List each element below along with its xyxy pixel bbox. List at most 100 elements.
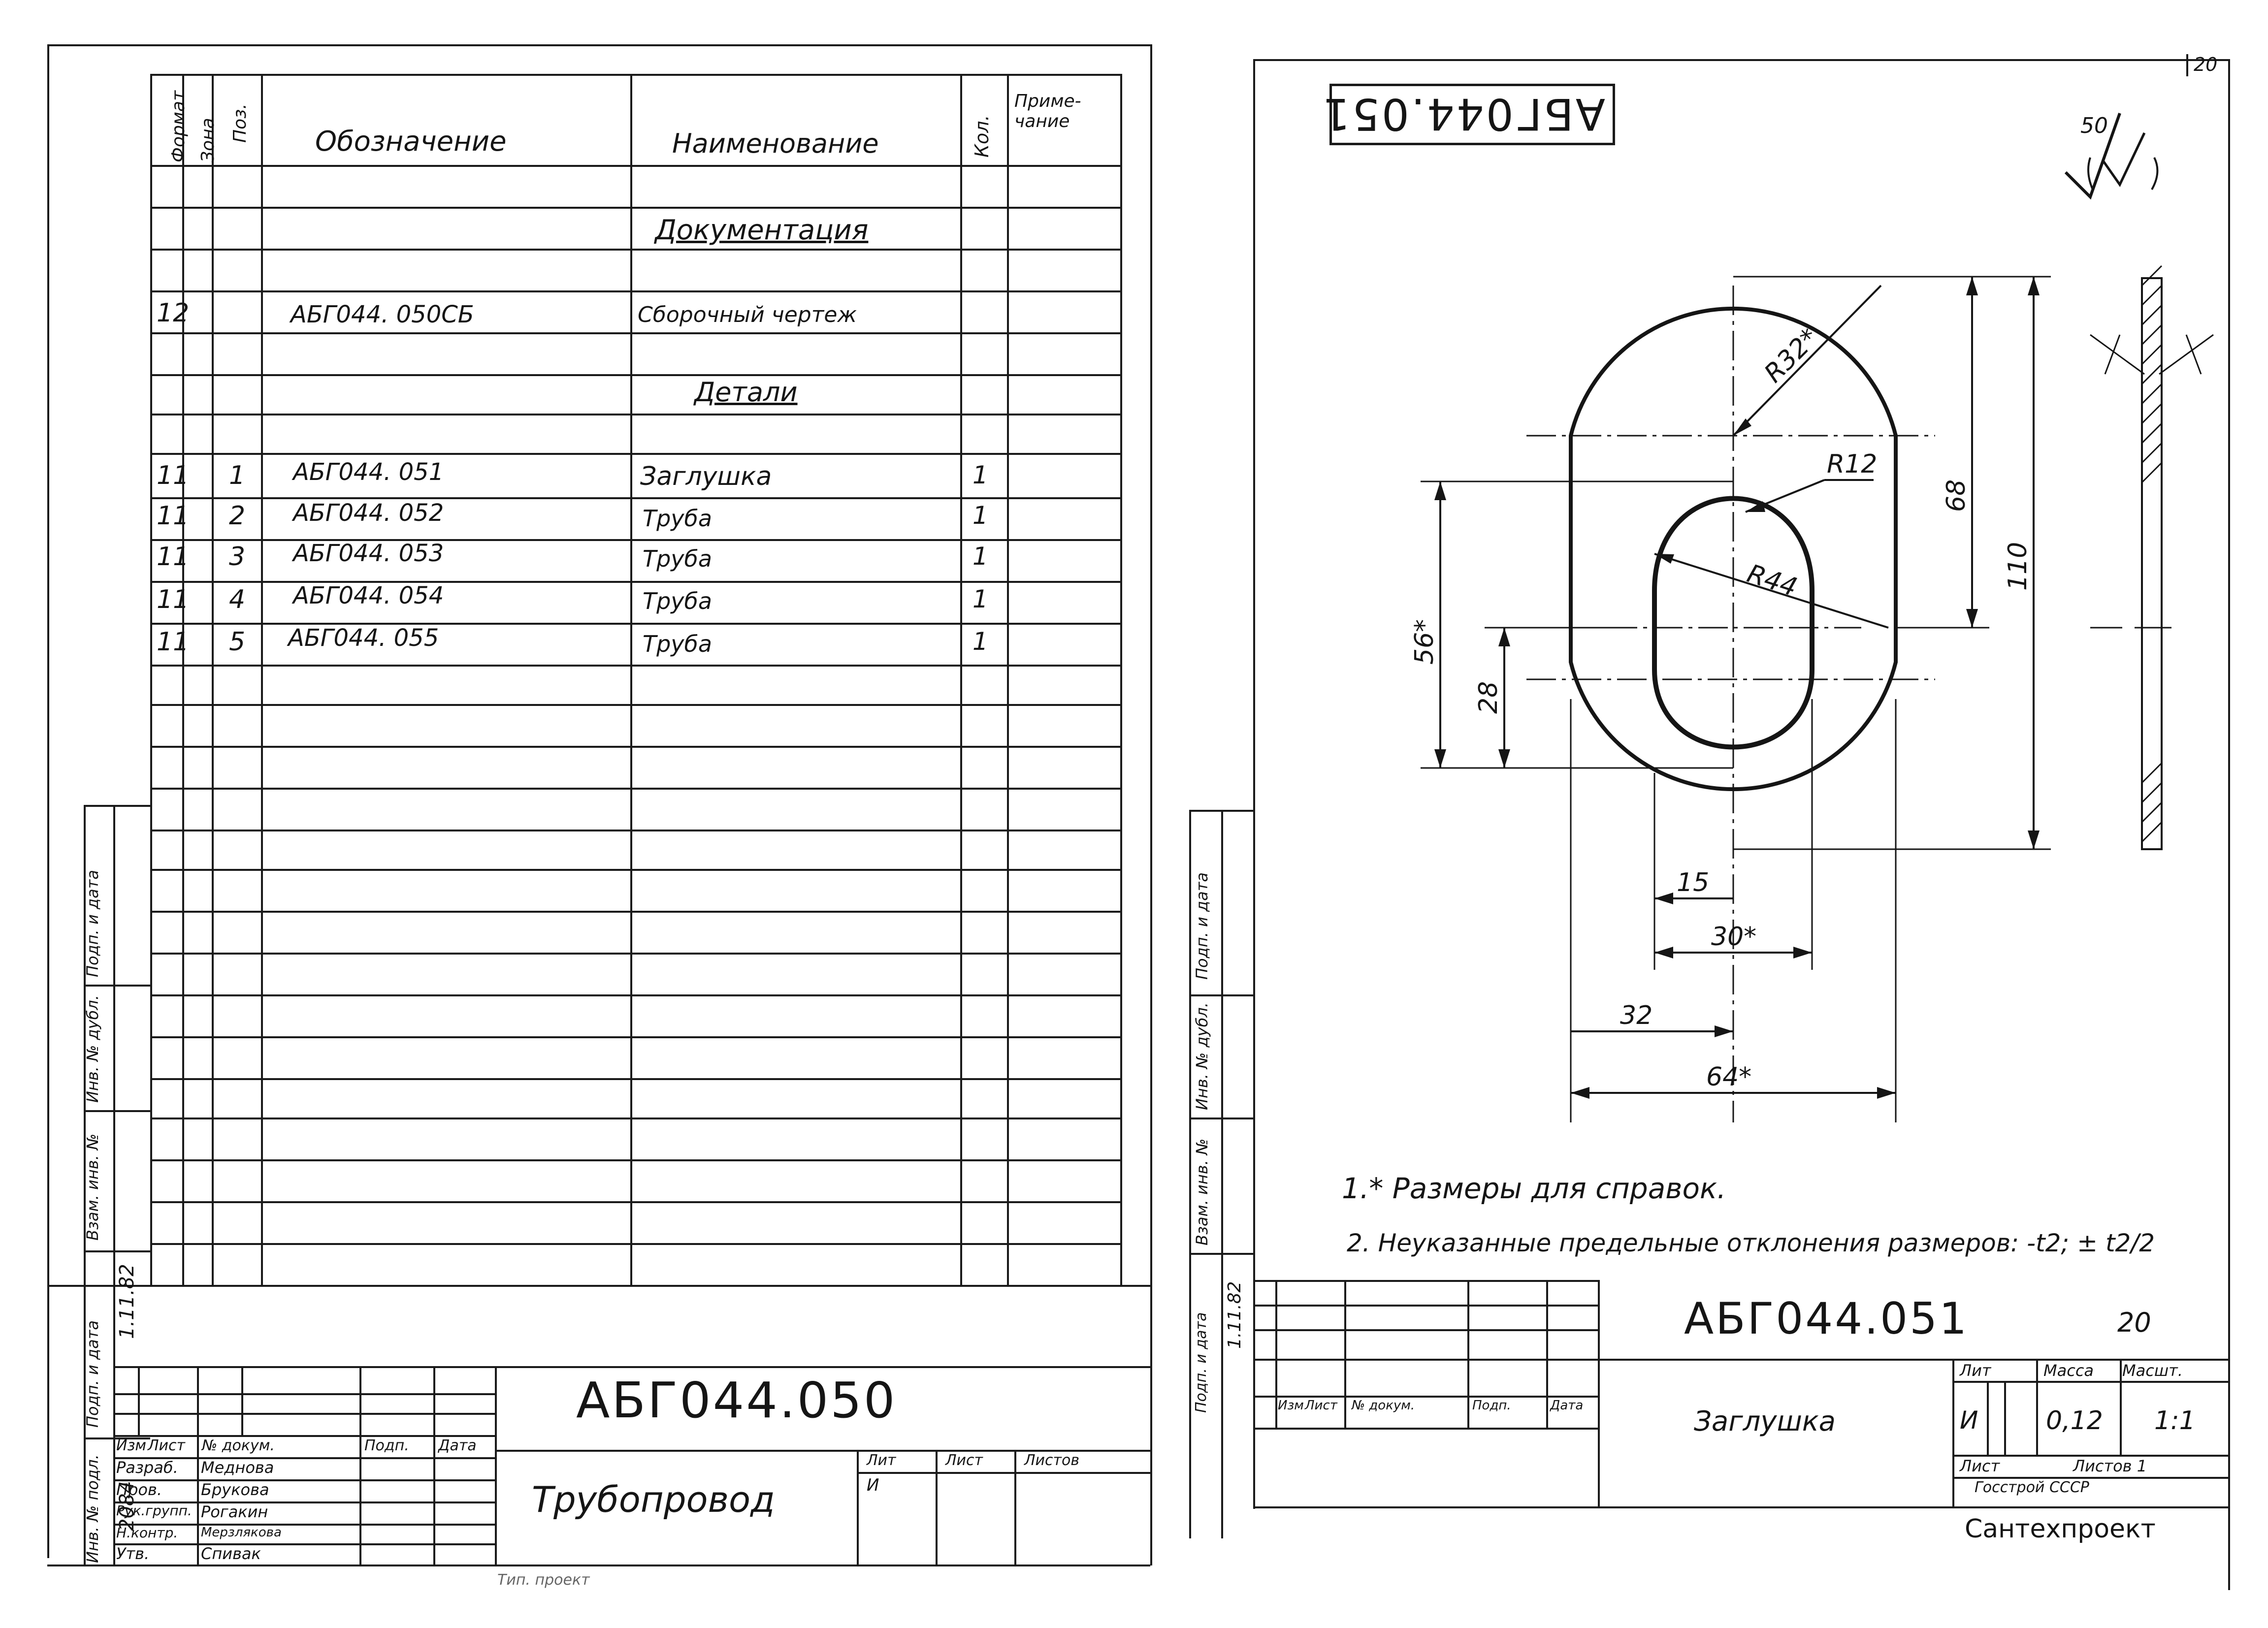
dim-30: 30* (1711, 922, 1756, 952)
note-1: 1.* Размеры для справок. (1342, 1172, 1726, 1205)
dtb-top-line (1253, 1280, 1598, 1282)
dtb-col (1275, 1280, 1277, 1428)
outer-contour (1569, 306, 1898, 792)
row-designation: АБГ044. 053 (293, 540, 444, 567)
row-line (150, 1078, 1120, 1080)
row-line (150, 249, 1120, 251)
drawing-strip-sep (1189, 994, 1253, 996)
side-date-value: 1.11.82 (116, 1264, 138, 1339)
table-bottom-line (47, 1285, 1150, 1287)
dim-64: 64* (1706, 1062, 1751, 1092)
tb-role: Н.контр. (116, 1525, 178, 1541)
drawing-strip-line (1189, 810, 1191, 1538)
dim-r32: R32* (1759, 323, 1824, 388)
row-line (150, 746, 1120, 748)
page-number-box-line (2186, 54, 2188, 76)
drawing-top-frame (1253, 59, 2228, 61)
spec-bottom-note: Тип. проект (497, 1571, 590, 1589)
dim-110: 110 (2003, 542, 2033, 591)
tb-col-date: Дата (438, 1437, 477, 1454)
side-label-orig-inv: Инв. № подл. (83, 1454, 102, 1563)
row-line (150, 830, 1120, 831)
dtb-col-izm: Изм (1278, 1398, 1304, 1413)
tb-role: Разраб. (116, 1458, 178, 1477)
tb-row (113, 1543, 495, 1545)
side-label-sign-date: Подп. и дата (83, 870, 102, 977)
dim-56: 56* (1410, 619, 1439, 665)
header-designation: Обозначение (315, 126, 507, 158)
tb-col (936, 1450, 938, 1565)
spec-table-left (150, 74, 152, 1285)
dim-r12: R12 (1827, 449, 1877, 479)
row-qty: 1 (972, 627, 988, 656)
drawing-sheet-mark: 20 (2117, 1307, 2151, 1338)
row-line (150, 911, 1120, 913)
side-strip-line (84, 805, 86, 1565)
dtb-divider (1598, 1280, 1600, 1506)
dtb-col (2036, 1359, 2038, 1455)
row-line (150, 704, 1120, 706)
dtb-col-list: Лист (1305, 1398, 1337, 1413)
row-line (150, 665, 1120, 667)
drawing-strip-line (1221, 810, 1223, 1538)
dtb-row (1952, 1477, 2228, 1479)
row-format: 11 (157, 501, 190, 531)
drawing-part-name: Заглушка (1694, 1405, 1836, 1437)
spec-left-frame (47, 44, 49, 1558)
tb-col (241, 1366, 243, 1435)
tb-col (138, 1366, 140, 1435)
drawing-side-sign-date: Подп. и дата (1193, 872, 1211, 980)
tb-col (857, 1450, 859, 1565)
drawing-doc-code: АБГ044.051 (1684, 1293, 1969, 1344)
side-strip-sep (84, 1110, 150, 1112)
tb-role: Рук.групп. (116, 1502, 192, 1519)
row-designation: АБГ044. 050СБ (291, 301, 474, 328)
header-note: Приме-чание (1014, 91, 1081, 132)
dtb-col (2120, 1359, 2122, 1455)
drawing-strip-sep (1189, 1253, 1253, 1255)
tb-col-doc: № докум. (202, 1437, 275, 1454)
row-format: 11 (157, 461, 190, 490)
row-line (150, 290, 1120, 292)
row-line (150, 623, 1120, 625)
dtb-col (1344, 1280, 1346, 1428)
row-designation: АБГ044. 051 (293, 458, 444, 486)
drawing-side-dup-inv: Инв. № дубл. (1193, 1002, 1211, 1110)
row-line (150, 788, 1120, 790)
dtb-row (1253, 1428, 1598, 1430)
tb-row (113, 1479, 495, 1481)
col-line-designation (261, 74, 263, 1285)
dtb-sheet-label: Лист (1960, 1457, 2000, 1475)
col-line-note (1007, 74, 1009, 1285)
side-strip-sep (84, 985, 150, 987)
row-name: Труба (643, 505, 713, 532)
tb-row (113, 1393, 495, 1395)
drawing-side-replaced-inv: Взам. инв. № (1193, 1138, 1211, 1245)
dtb-lit-header: Лит (1960, 1361, 1991, 1380)
roughness-check-icon (2101, 132, 2146, 187)
dtb-mid-line (1253, 1359, 2228, 1361)
header-pos: Поз. (230, 103, 250, 143)
row-pos: 4 (229, 585, 246, 614)
col-line-name (630, 74, 632, 1285)
tb-col-list: Лист (148, 1437, 186, 1454)
drawing-side-date: 1.11.82 (1225, 1281, 1245, 1349)
tb-code-line (495, 1450, 1150, 1452)
header-name: Наименование (672, 128, 879, 159)
row-name: Труба (643, 588, 713, 614)
inner-slot (1652, 496, 1814, 750)
side-strip-sep (84, 1250, 150, 1252)
row-designation: АБГ044. 055 (288, 624, 439, 652)
tb-bottom-line (47, 1564, 1150, 1566)
tb-person: Рогакин (201, 1502, 268, 1521)
row-qty: 1 (972, 542, 988, 571)
header-format: Формат (168, 90, 189, 162)
tb-person: Брукова (201, 1480, 269, 1499)
row-line (150, 207, 1120, 209)
row-pos: 3 (229, 542, 246, 572)
section-details: Детали (694, 377, 798, 408)
tb-sheets-header: Листов (1024, 1452, 1080, 1469)
col-line-zone (182, 74, 184, 1285)
tb-person: Мерзлякова (201, 1525, 282, 1540)
tb-row (113, 1435, 495, 1437)
